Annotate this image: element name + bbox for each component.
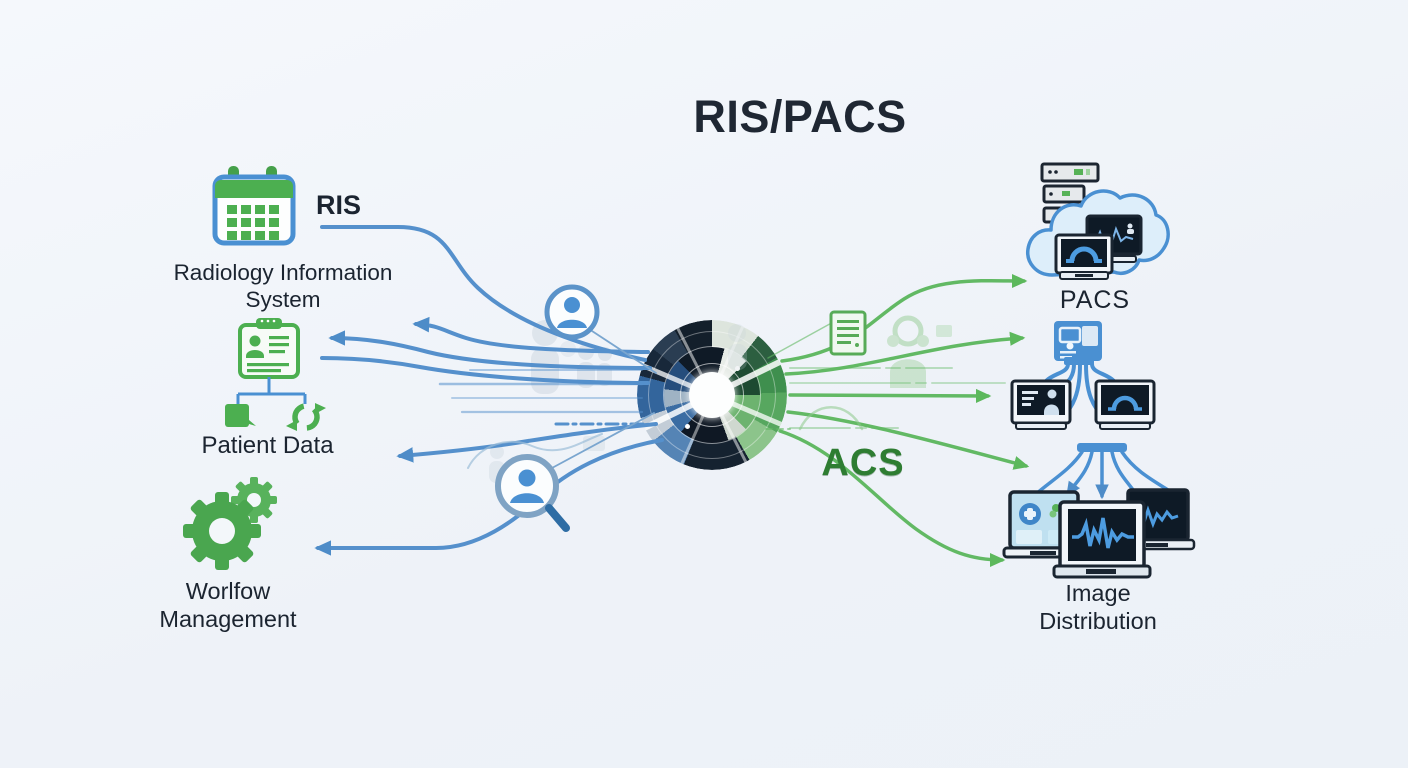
ct-scan-monitor-icon-2	[1094, 379, 1156, 430]
flow-hub-horizontal	[788, 388, 992, 404]
calendar-icon	[212, 166, 296, 246]
user-search-icon	[495, 454, 570, 532]
flow-hub-to-distribution-1	[786, 410, 1030, 470]
flow-hub-to-left-1	[412, 316, 650, 354]
gears-icon	[183, 477, 277, 570]
document-icon	[829, 310, 867, 356]
flow-hub-to-left-2	[320, 356, 650, 385]
blue-flow-lines	[314, 225, 664, 556]
workflow-label: Worlfow Management	[159, 578, 297, 632]
waveform-laptop-icon-center	[1052, 500, 1152, 579]
hub-ring	[648, 331, 776, 459]
sync-icon	[286, 403, 326, 431]
ris-abbr-label: RIS	[316, 190, 362, 220]
hub-dot	[685, 424, 690, 429]
hub-center	[689, 372, 735, 418]
integration-hub-icon	[637, 320, 787, 470]
server-stack-icon	[1040, 162, 1100, 224]
image-distribution-label: Image Distribution	[1039, 580, 1157, 634]
flow-hub-to-patientdata	[396, 422, 658, 463]
flow-hub-to-distribution-2	[778, 429, 1006, 568]
clipboard-patient-icon	[238, 318, 300, 379]
hub-dot	[735, 366, 740, 371]
user-circle-icon	[544, 284, 600, 340]
ris-full-label: Radiology Information System	[173, 260, 393, 312]
ct-scan-monitor-icon	[1054, 233, 1114, 280]
report-monitor-icon	[1010, 379, 1072, 430]
data-square-icon	[225, 404, 256, 427]
flow-ris-to-hub	[320, 225, 647, 362]
flow-hub-to-workstation	[784, 331, 1026, 376]
green-flow-lines	[778, 273, 1030, 568]
acs-label: ACS	[821, 442, 905, 484]
faint-green-figure	[887, 315, 952, 388]
distribution-bar-icon	[1077, 443, 1127, 452]
workstation-icon	[1054, 321, 1102, 365]
flow-hub-to-clipboard	[328, 330, 652, 370]
blue-circuit-traces	[438, 330, 657, 469]
page-title: RIS/PACS	[693, 91, 907, 142]
pacs-label: PACS	[1059, 286, 1131, 314]
patient-data-connector	[236, 377, 307, 404]
patient-data-label: Patient Data	[201, 432, 334, 459]
